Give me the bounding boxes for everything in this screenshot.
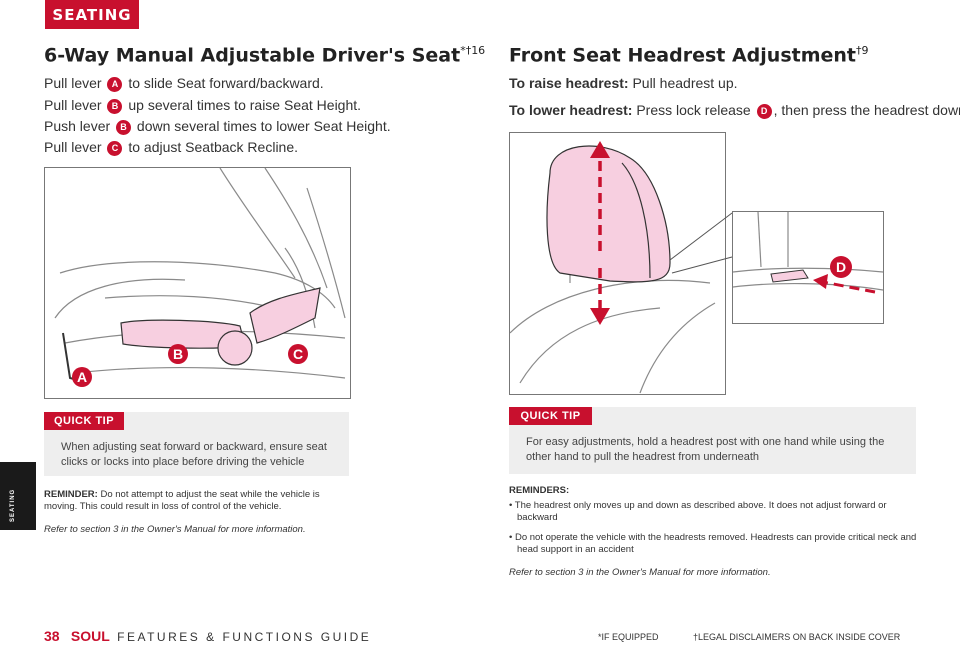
- reminder-text: Do not attempt to adjust the seat while …: [44, 489, 320, 512]
- footer-guide: 38 SOUL FEATURES & FUNCTIONS GUIDE: [44, 628, 371, 644]
- instruction-text: Pull lever: [44, 139, 106, 155]
- reminder-item: • Do not operate the vehicle with the he…: [509, 532, 917, 555]
- lower-label: To lower headrest:: [509, 102, 633, 118]
- legal-note: †LEGAL DISCLAIMERS ON BACK INSIDE COVER: [693, 632, 901, 642]
- reminder-item: • The headrest only moves up and down as…: [509, 500, 887, 523]
- side-tab-label: SEATING: [10, 488, 16, 522]
- instruction-text: up several times to raise Seat Height.: [124, 97, 362, 113]
- instruction-line: Pull lever C to adjust Seatback Recline.: [44, 139, 298, 156]
- instruction-line: Push lever B down several times to lower…: [44, 118, 391, 135]
- headrest-drawing: [509, 141, 716, 394]
- quick-tip-label: QUICK TIP: [44, 412, 124, 430]
- raise-label: To raise headrest:: [509, 75, 629, 91]
- zoom-connector: [670, 212, 733, 274]
- quick-tip-box-right: QUICK TIP For easy adjustments, hold a h…: [509, 407, 916, 474]
- left-title: 6-Way Manual Adjustable Driver's Seat*†1…: [44, 44, 485, 66]
- side-tab: SEATING: [0, 462, 36, 530]
- refer-note: Refer to section 3 in the Owner's Manual…: [44, 524, 306, 535]
- badge-b: B: [116, 120, 132, 135]
- seat-illustration: B C A: [44, 167, 351, 399]
- instruction-text: down several times to lower Seat Height.: [133, 118, 391, 134]
- instruction-text: Pull lever: [44, 75, 106, 91]
- lower-instruction: To lower headrest: Press lock release D,…: [509, 102, 960, 119]
- badge-b: B: [107, 99, 123, 114]
- refer-note-right: Refer to section 3 in the Owner's Manual…: [509, 567, 771, 578]
- reminder-label: REMINDER:: [44, 489, 98, 500]
- callout-a: A: [72, 367, 92, 387]
- badge-d: D: [756, 104, 772, 119]
- quick-tip-box: QUICK TIP When adjusting seat forward or…: [44, 412, 349, 476]
- quick-tip-text: When adjusting seat forward or backward,…: [61, 441, 327, 468]
- left-title-sup: *†16: [460, 44, 486, 57]
- seat-drawing: [54, 167, 346, 381]
- instruction-text: Push lever: [44, 118, 115, 134]
- lower-text-end: , then press the headrest down.: [773, 102, 960, 118]
- page-number: 38: [44, 628, 60, 644]
- reminder: REMINDER: Do not attempt to adjust the s…: [44, 489, 349, 513]
- instruction-line: Pull lever B up several times to raise S…: [44, 97, 361, 114]
- badge-c: C: [107, 141, 123, 156]
- section-tab: SEATING: [45, 0, 139, 29]
- right-title: Front Seat Headrest Adjustment†9: [509, 44, 869, 66]
- left-title-text: 6-Way Manual Adjustable Driver's Seat: [44, 44, 461, 67]
- callout-c: C: [288, 344, 308, 364]
- lower-text: Press lock release: [632, 102, 755, 118]
- guide-name: FEATURES & FUNCTIONS GUIDE: [117, 630, 372, 644]
- instruction-line: Pull lever A to slide Seat forward/backw…: [44, 75, 324, 92]
- if-equipped-note: *IF EQUIPPED: [598, 632, 659, 642]
- right-title-text: Front Seat Headrest Adjustment: [509, 44, 857, 67]
- raise-instruction: To raise headrest: Pull headrest up.: [509, 75, 738, 91]
- quick-tip-text-right: For easy adjustments, hold a headrest po…: [526, 436, 885, 463]
- brand-name: SOUL: [70, 628, 110, 644]
- right-title-sup: †9: [856, 44, 869, 57]
- lock-release-detail: D: [732, 211, 884, 324]
- reminders-label: REMINDERS:: [509, 485, 570, 496]
- raise-text: Pull headrest up.: [628, 75, 738, 91]
- lock-release-drawing: [732, 211, 884, 294]
- callout-b: B: [168, 344, 188, 364]
- instruction-text: Pull lever: [44, 97, 106, 113]
- headrest-illustration: [509, 132, 726, 395]
- badge-a: A: [107, 77, 123, 92]
- instruction-text: to slide Seat forward/backward.: [124, 75, 324, 91]
- callout-d: D: [830, 256, 852, 278]
- instruction-text: to adjust Seatback Recline.: [124, 139, 299, 155]
- quick-tip-label-right: QUICK TIP: [509, 407, 592, 425]
